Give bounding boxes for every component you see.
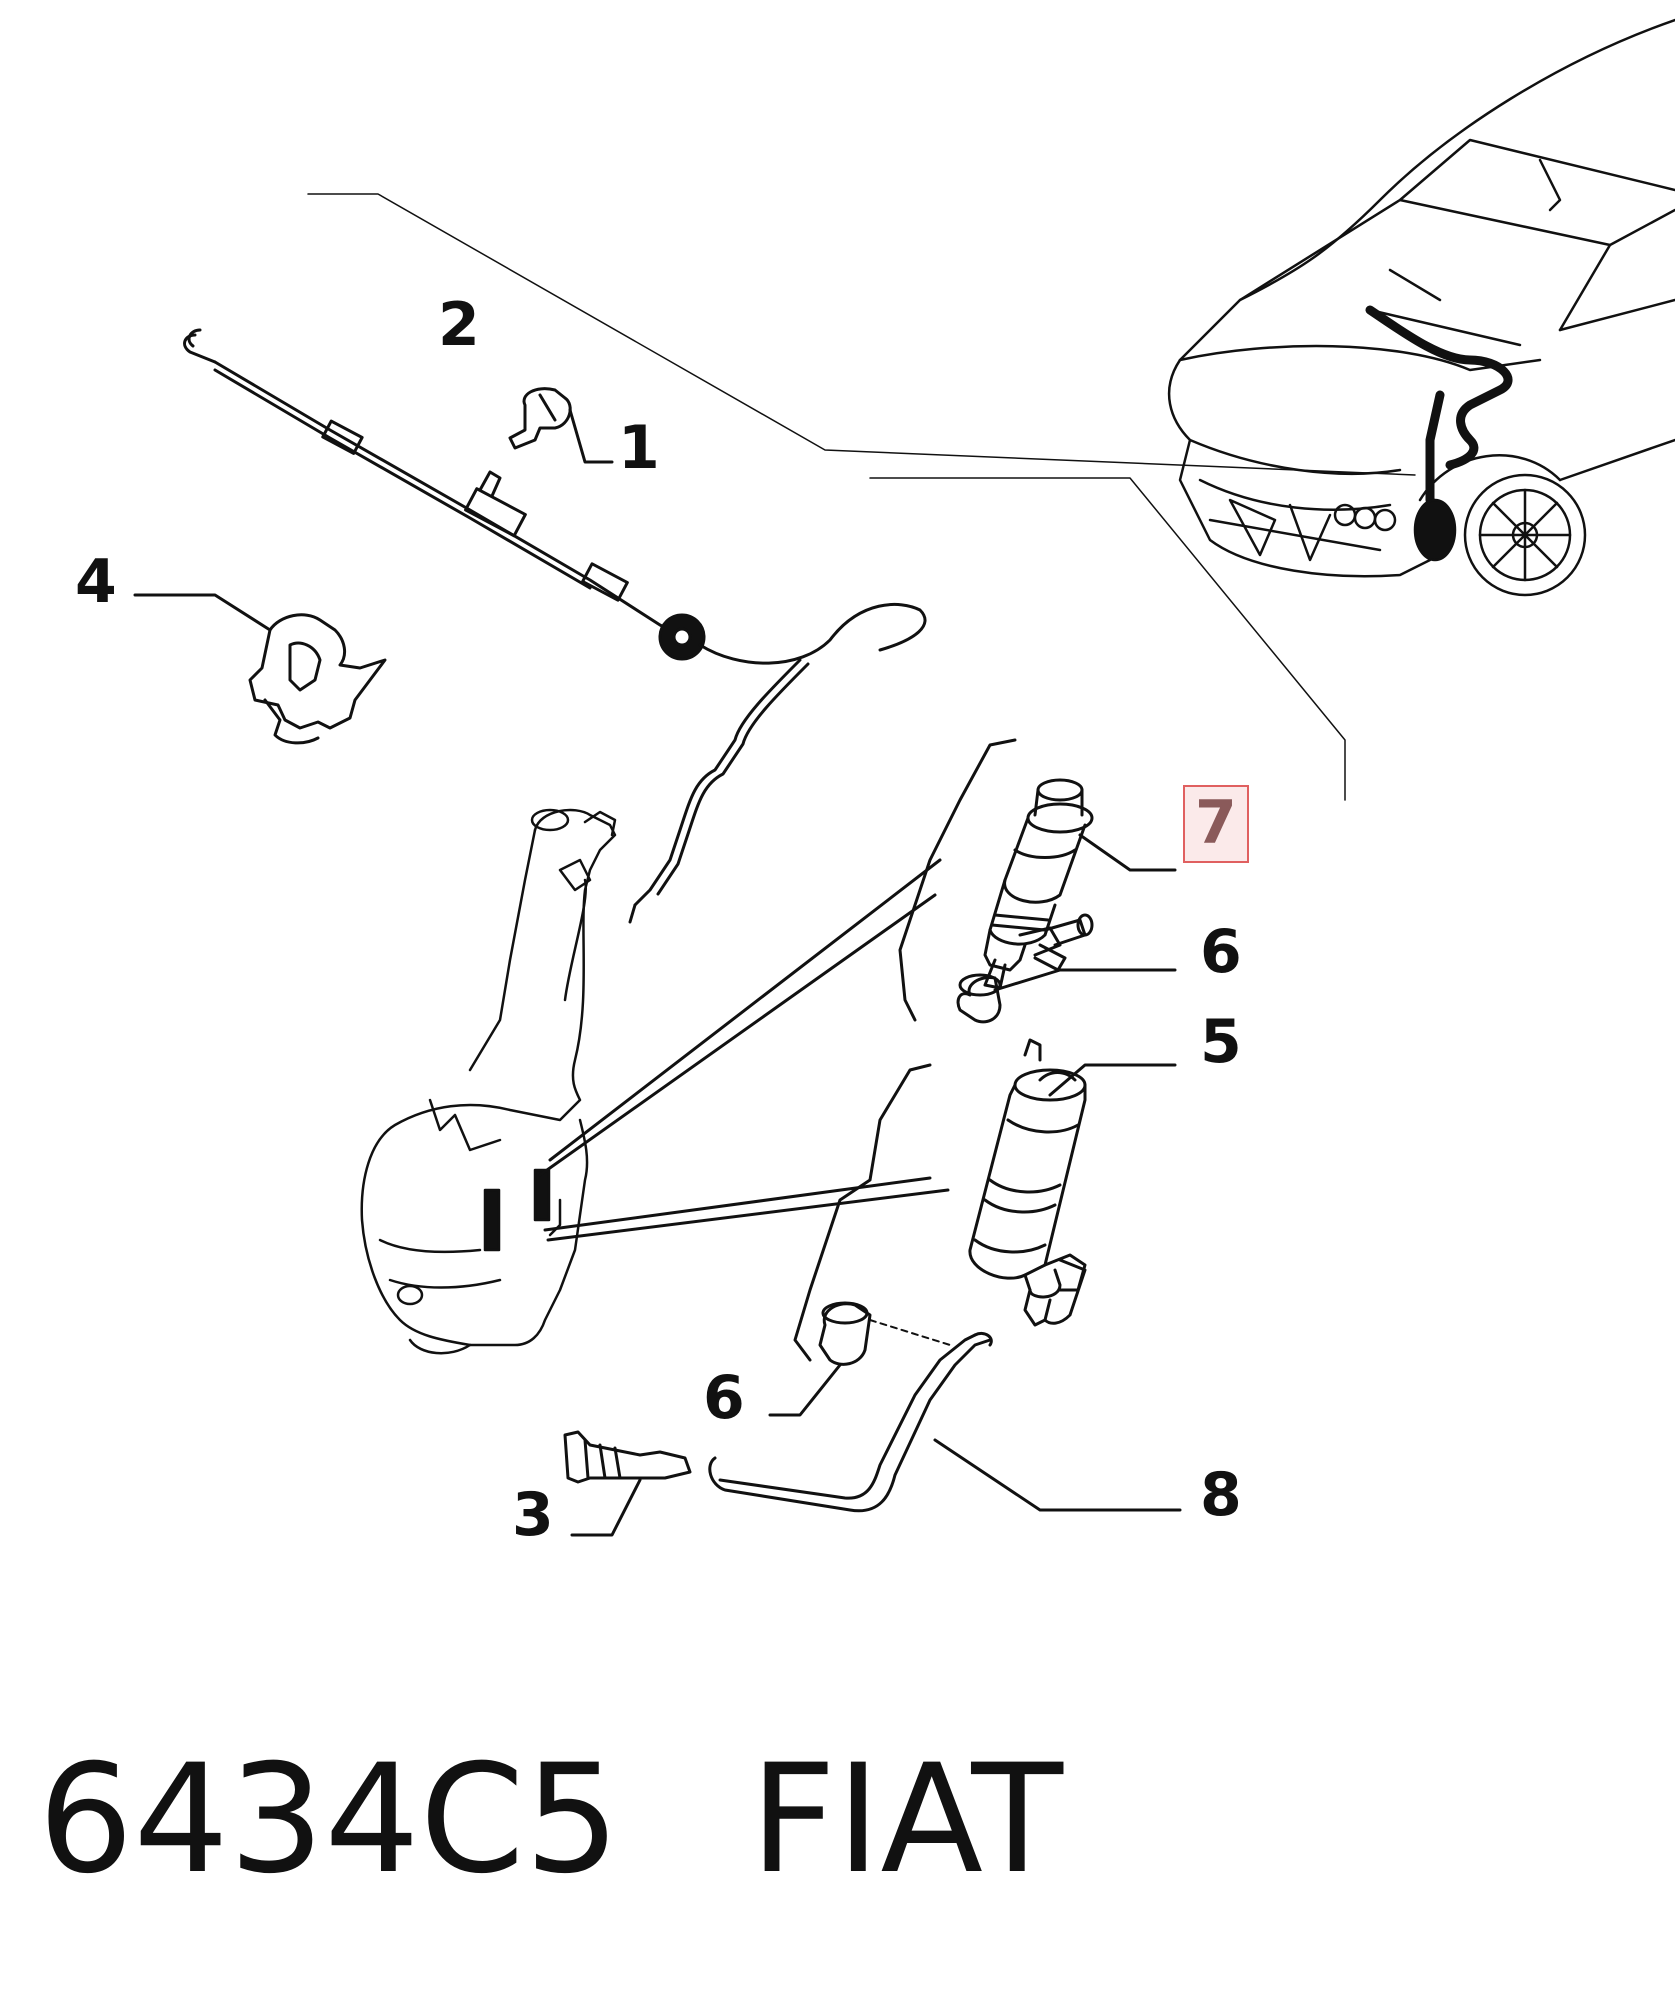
- part-code: 6434C5: [38, 1733, 620, 1907]
- part-4-clip: [133, 593, 387, 745]
- assembly-leaders: [538, 738, 1017, 1362]
- part-6-grommet-upper: [956, 968, 1177, 1024]
- guide-lines: [307, 193, 1416, 801]
- callout-5: 5: [1200, 1007, 1242, 1077]
- brand-name: FIAT: [749, 1733, 1064, 1907]
- car-illustration: [1167, 18, 1675, 597]
- part-2-hose: [183, 328, 927, 924]
- callout-6-upper: 6: [1200, 917, 1242, 987]
- callout-7-highlighted: 7: [1183, 785, 1249, 863]
- part-3-connector: [563, 1430, 692, 1537]
- callout-2: 2: [438, 290, 480, 360]
- part-8-hose: [708, 1331, 1182, 1513]
- part-7-pump: [983, 778, 1177, 990]
- callout-4: 4: [75, 547, 117, 617]
- callout-3: 3: [512, 1480, 554, 1550]
- callout-6-lower: 6: [703, 1363, 745, 1433]
- callout-1: 1: [618, 413, 660, 483]
- part-1-nozzle: [508, 387, 614, 464]
- callout-8: 8: [1200, 1460, 1242, 1530]
- washer-reservoir: [360, 808, 617, 1355]
- part-5-pump: [968, 1038, 1177, 1327]
- part-6-grommet-lower: [768, 1301, 951, 1417]
